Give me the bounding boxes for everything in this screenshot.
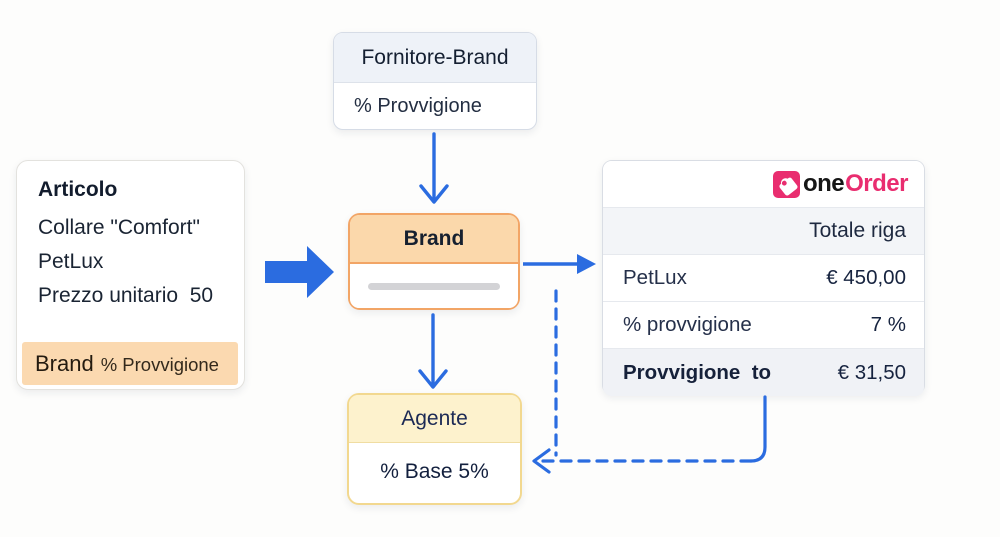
agente-base-field: % Base 5%: [349, 443, 520, 501]
row-label: PetLux: [623, 266, 687, 289]
row-value: 7 %: [870, 313, 906, 336]
row-label: % provvigione: [623, 313, 752, 336]
oneorder-logo: one Order: [772, 170, 908, 198]
brand-box: Brand: [348, 213, 520, 310]
order-total-table: one Order Totale riga PetLux € 450,00 % …: [602, 160, 925, 396]
highlight-brand-label: Brand: [35, 350, 94, 376]
row-label: Provvigione to: [623, 360, 772, 384]
oneorder-bag-icon: [772, 170, 800, 198]
arrow-fornitore-to-brand: [419, 132, 449, 204]
table-header-row: Totale riga: [603, 208, 924, 255]
articolo-line-product: Collare "Comfort": [38, 216, 200, 239]
articolo-line-price: Prezzo unitario 50: [38, 284, 214, 307]
agente-box: Agente % Base 5%: [347, 393, 522, 505]
highlight-provvigione-label: % Provvigione: [100, 353, 219, 375]
logo-text-one: one: [802, 170, 845, 197]
table-row-petlux: PetLux € 450,00: [603, 255, 924, 302]
table-row-provvigione-total: Provvigione to € 31,50: [603, 349, 924, 396]
arrow-brand-to-agente: [418, 313, 448, 389]
brand-empty-field: [350, 264, 518, 308]
fornitore-brand-title: Fornitore-Brand: [334, 33, 536, 83]
row-value: € 450,00: [826, 266, 906, 289]
agente-title: Agente: [349, 395, 520, 443]
arrow-brand-to-table: [523, 254, 596, 274]
articolo-title: Articolo: [38, 178, 118, 201]
brand-title: Brand: [350, 215, 518, 264]
articolo-box: Articolo Collare "Comfort" PetLux Prezzo…: [16, 160, 245, 390]
fornitore-brand-box: Fornitore-Brand % Provvigione: [333, 32, 537, 130]
articolo-line-brand: PetLux: [38, 250, 104, 273]
table-row-provvigione-pct: % provvigione 7 %: [603, 302, 924, 349]
big-arrow-articolo-to-brand: [265, 246, 334, 298]
articolo-brand-highlight: Brand % Provvigione: [22, 342, 238, 385]
fornitore-provvigione-field: % Provvigione: [354, 95, 482, 117]
empty-value-placeholder-line: [368, 282, 500, 290]
oneorder-logo-row: one Order: [603, 161, 924, 208]
logo-text-order: Order: [845, 170, 908, 197]
row-value: € 31,50: [837, 360, 906, 384]
